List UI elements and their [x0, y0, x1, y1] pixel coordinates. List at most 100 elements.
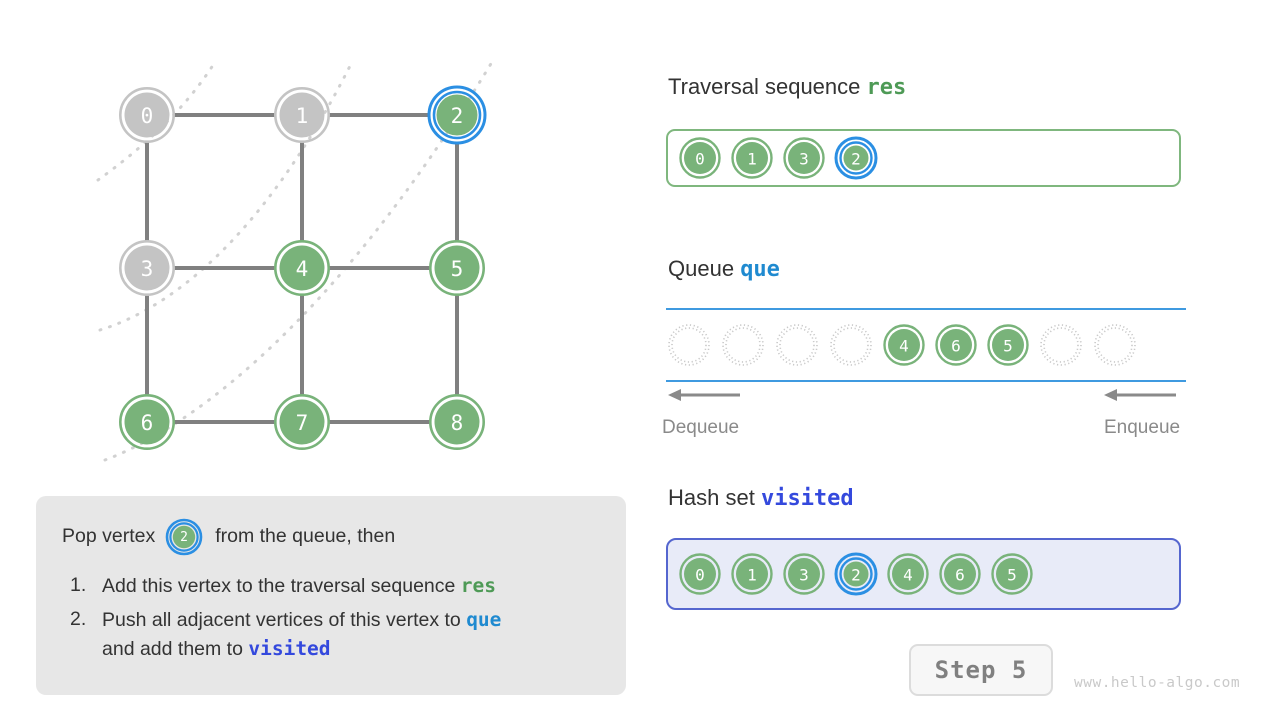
caption-step-2-text: Push all adjacent vertices of this verte… — [102, 609, 467, 632]
node-outer-ring — [428, 240, 485, 297]
queue-token[interactable]: 6 — [934, 323, 978, 367]
node-body — [279, 399, 325, 445]
queue-empty-slot[interactable] — [1092, 322, 1138, 368]
graph-panel: 0 1 2 3 4 5 6 7 8 — [0, 0, 640, 500]
caption-step-2-text-2: and add them to — [102, 637, 249, 660]
dequeue-arrow-icon — [666, 386, 744, 404]
node-outer-ring — [119, 87, 176, 144]
caption-step-2-code: que — [466, 608, 502, 632]
queue-title-code: que — [740, 257, 780, 282]
caption-text-before: Pop vertex — [62, 525, 156, 548]
visited-token[interactable]: 4 — [886, 552, 930, 596]
queue-slot-row: 4 6 5 — [666, 308, 1138, 382]
graph-node-label: 2 — [451, 104, 464, 128]
graph-node-2[interactable]: 2 — [427, 85, 487, 145]
queue-container — [666, 308, 1186, 382]
svg-text:5: 5 — [1007, 566, 1017, 585]
caption-text-after: from the queue, then — [215, 525, 396, 548]
queue-top-rule — [666, 308, 1186, 310]
node-body — [279, 245, 325, 291]
node-body — [124, 399, 170, 445]
queue-token[interactable]: 5 — [986, 323, 1030, 367]
res-token[interactable]: 1 — [730, 136, 774, 180]
svg-text:4: 4 — [899, 337, 909, 356]
graph-nodes: 0 1 2 3 4 5 6 7 8 — [119, 85, 487, 450]
queue-empty-slot[interactable] — [720, 322, 766, 368]
caption-step-1: Add this vertex to the traversal sequenc… — [62, 572, 600, 600]
node-outer-ring — [428, 393, 485, 450]
enqueue-label: Enqueue — [1104, 417, 1181, 438]
graph-node-label: 8 — [451, 411, 464, 435]
graph-node-label: 4 — [296, 257, 309, 281]
queue-empty-slot[interactable] — [666, 322, 712, 368]
res-section-title: Traversal sequence res — [668, 74, 906, 100]
visited-token[interactable]: 6 — [938, 552, 982, 596]
visited-token[interactable]: 2 — [834, 552, 878, 596]
enqueue-arrow-icon — [1102, 386, 1180, 404]
caption-box: Pop vertex 2 from the queue, then Add th… — [36, 496, 626, 695]
node-highlight-outer-ring — [427, 85, 487, 145]
caption-step-1-code: res — [460, 574, 497, 597]
svg-text:4: 4 — [903, 566, 913, 585]
queue-empty-slot[interactable] — [828, 322, 874, 368]
graph-node-label: 0 — [141, 104, 154, 128]
visited-token[interactable]: 1 — [730, 552, 774, 596]
res-token[interactable]: 0 — [678, 136, 722, 180]
caption-vertex-token: 2 — [165, 518, 203, 556]
svg-text:5: 5 — [1003, 337, 1013, 356]
caption-line-1: Pop vertex 2 from the queue, then — [62, 518, 600, 556]
caption-step-1-text: Add this vertex to the traversal sequenc… — [102, 575, 461, 597]
graph-node-4[interactable]: 4 — [273, 240, 330, 297]
node-outer-ring — [273, 87, 330, 144]
svg-text:0: 0 — [695, 566, 705, 585]
graph-node-0[interactable]: 0 — [119, 87, 176, 144]
node-body — [279, 92, 325, 138]
node-body — [124, 245, 170, 291]
svg-text:2: 2 — [851, 150, 861, 169]
graph-node-label: 6 — [141, 411, 154, 435]
graph-node-6[interactable]: 6 — [119, 393, 176, 450]
queue-section-title: Queue que — [668, 256, 780, 282]
res-title-text: Traversal sequence — [668, 74, 861, 99]
queue-empty-slot[interactable] — [774, 322, 820, 368]
graph-node-label: 7 — [296, 411, 309, 435]
svg-text:0: 0 — [695, 150, 705, 169]
caption-vertex-label: 2 — [180, 530, 188, 545]
visited-title-code: visited — [760, 486, 854, 511]
graph-node-5[interactable]: 5 — [428, 240, 485, 297]
visited-token[interactable]: 5 — [990, 552, 1034, 596]
visited-token[interactable]: 3 — [782, 552, 826, 596]
caption-step-2: Push all adjacent vertices of this verte… — [62, 606, 600, 663]
res-token[interactable]: 3 — [782, 136, 826, 180]
res-container — [666, 129, 1181, 187]
svg-text:3: 3 — [799, 150, 809, 169]
svg-text:6: 6 — [955, 566, 965, 585]
caption-step-2-code-2: visited — [248, 636, 331, 660]
node-outer-ring — [273, 240, 330, 297]
queue-token[interactable]: 4 — [882, 323, 926, 367]
node-highlight-inner-ring — [432, 90, 482, 140]
graph-node-3[interactable]: 3 — [119, 240, 176, 297]
res-title-code: res — [866, 75, 907, 100]
node-body — [434, 399, 480, 445]
svg-text:6: 6 — [951, 337, 961, 356]
graph-canvas: 0 1 2 3 4 5 6 7 8 — [96, 60, 494, 462]
visited-token-row: 0 1 3 2 4 6 5 — [678, 545, 1034, 603]
node-outer-ring — [273, 393, 330, 450]
graph-node-label: 3 — [141, 257, 154, 281]
node-outer-ring — [119, 393, 176, 450]
watermark: www.hello-algo.com — [1074, 675, 1241, 691]
res-token[interactable]: 2 — [834, 136, 878, 180]
node-body — [436, 94, 478, 136]
node-outer-ring — [119, 240, 176, 297]
queue-empty-slot[interactable] — [1038, 322, 1084, 368]
visited-token[interactable]: 0 — [678, 552, 722, 596]
graph-node-label: 1 — [296, 104, 309, 128]
graph-node-8[interactable]: 8 — [428, 393, 485, 450]
graph-node-label: 5 — [451, 257, 464, 281]
graph-node-1[interactable]: 1 — [273, 87, 330, 144]
graph-edges — [145, 113, 459, 424]
graph-node-7[interactable]: 7 — [273, 393, 330, 450]
svg-text:2: 2 — [851, 566, 861, 585]
caption-step-list: Add this vertex to the traversal sequenc… — [62, 572, 600, 663]
